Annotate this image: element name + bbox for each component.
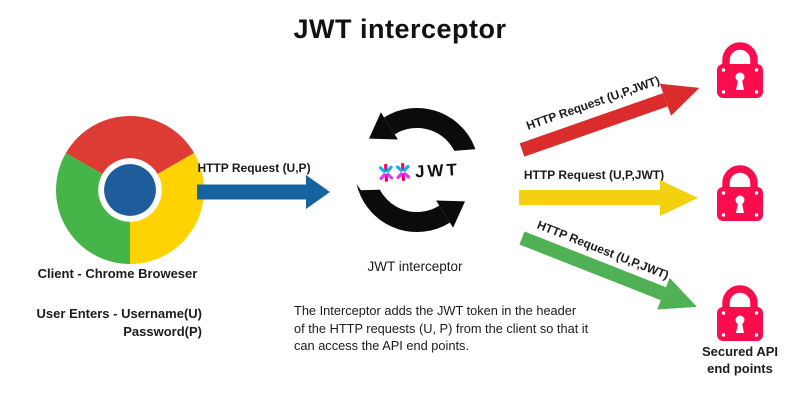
interceptor-caption: JWT interceptor bbox=[367, 259, 463, 274]
padlock-icon-middle bbox=[712, 163, 768, 225]
red-request-arrow bbox=[512, 78, 712, 162]
jwt-starburst-icon bbox=[395, 162, 411, 182]
jwt-interceptor-icon: JWT bbox=[347, 100, 487, 240]
sync-top-arc bbox=[384, 107, 477, 160]
blue-request-arrow bbox=[197, 175, 330, 209]
yellow-request-arrow bbox=[519, 179, 701, 217]
green-request-arrow bbox=[512, 228, 712, 320]
sync-bottom-arc bbox=[356, 178, 450, 233]
client-caption: Client - Chrome Broweser bbox=[37, 266, 198, 281]
user-enters-line: User Enters - Username(U) bbox=[36, 306, 202, 321]
page-title: JWT interceptor bbox=[293, 14, 507, 44]
description-paragraph: The Interceptor adds the JWT token in th… bbox=[294, 302, 624, 355]
padlock-icon-bottom bbox=[712, 283, 768, 345]
secured-api-line2: end points bbox=[707, 361, 773, 376]
password-line: Password(P) bbox=[123, 324, 202, 339]
description-line: of the HTTP requests (U, P) from the cli… bbox=[294, 320, 589, 336]
description-line: The Interceptor adds the JWT token in th… bbox=[294, 303, 577, 318]
jwt-starburst-icon bbox=[378, 163, 394, 182]
padlock-icon-top bbox=[712, 40, 768, 102]
http-request-upjwt-label-yellow: HTTP Request (U,P,JWT) bbox=[523, 168, 665, 182]
secured-api-caption: Secured API end points bbox=[688, 343, 792, 377]
user-credentials-caption: User Enters - Username(U) Password(P) bbox=[32, 305, 202, 341]
jwt-logo-text: JWT bbox=[415, 160, 461, 181]
description-line: can access the API end points. bbox=[294, 338, 470, 353]
secured-api-line1: Secured API bbox=[701, 344, 779, 359]
chrome-browser-icon bbox=[56, 116, 204, 264]
jwt-banner bbox=[350, 149, 480, 191]
http-request-up-label: HTTP Request (U,P) bbox=[197, 161, 311, 175]
sync-top-arrowhead bbox=[369, 112, 398, 140]
sync-bottom-arrowhead bbox=[436, 200, 465, 228]
